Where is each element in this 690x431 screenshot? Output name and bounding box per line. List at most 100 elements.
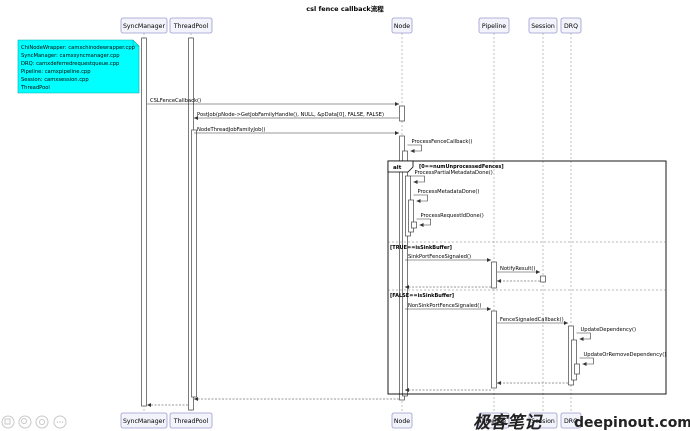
note-line: Session: camxsession.cpp	[21, 77, 89, 83]
arrow-head	[194, 397, 198, 401]
arrow-head	[416, 199, 421, 203]
participant-label: DRQ	[564, 418, 578, 425]
message-label: NonSinkPortFenceSignaled()	[408, 303, 481, 309]
participant-box	[120, 412, 168, 429]
participant-label: Pipeline	[482, 418, 506, 425]
copy-icon[interactable]	[1, 415, 15, 429]
self-message-m14	[576, 332, 591, 340]
arrow-head	[497, 381, 501, 385]
activation-sess	[540, 275, 546, 283]
message-label: NotifyResult()	[500, 266, 535, 272]
watermark-domain: deepinout.com	[574, 415, 690, 431]
message-label: ProcessPartialMetadataDone()	[415, 170, 493, 176]
alt-tab	[387, 160, 414, 173]
self-message-m15	[579, 357, 594, 365]
message-label: UpdateDependency()	[581, 327, 637, 333]
participant-node-top: Node	[391, 17, 413, 34]
note-line: ChiNodeWrapper: camxchinodewrapper.cpp	[21, 45, 136, 51]
note-line: ThreadPool	[20, 85, 50, 91]
participant-pipe-top: Pipeline	[478, 17, 510, 34]
self-message-m7	[416, 218, 431, 226]
note-line: DRQ: camxdeferredrequestqueue.cpp	[21, 61, 120, 67]
participant-label: ThreadPool	[173, 418, 209, 425]
activation-pipe	[491, 310, 497, 389]
participant-box	[120, 17, 168, 34]
self-message-m5	[410, 175, 425, 183]
activation-sm	[141, 37, 147, 407]
participant-box	[528, 17, 558, 34]
messages: CSLFenceCallback() PostJob(pNode->GetJobF…	[147, 98, 666, 407]
activation-tp	[191, 129, 197, 398]
participant-tp-top: ThreadPool	[169, 17, 213, 34]
activation-drq	[571, 339, 577, 381]
alt-fragment: alt [0==numUnprocessedFences] [TRUE==isS…	[387, 160, 667, 395]
participant-label: ThreadPool	[173, 23, 209, 30]
watermark: 极客笔记 deepinout.com	[473, 413, 690, 431]
message-label: FenceSignaledCallback()	[500, 317, 564, 323]
participant-box	[169, 17, 213, 34]
participants: SyncManagerSyncManagerThreadPoolThreadPo…	[120, 17, 582, 429]
source-note: ChiNodeWrapper: camxchinodewrapper.cpp S…	[17, 39, 140, 94]
message-label: CSLFenceCallback()	[150, 98, 201, 104]
participant-label: Node	[394, 23, 410, 30]
message-label: SinkPortFenceSignaled()	[408, 254, 471, 260]
participant-box	[391, 17, 413, 34]
participant-node-bottom: Node	[391, 412, 413, 429]
arrow-head	[564, 321, 568, 325]
message-label: ProcessRequestIdDone()	[421, 213, 484, 219]
participant-box	[391, 412, 413, 429]
participant-box	[169, 412, 213, 429]
arrow-head	[413, 180, 418, 184]
arrow-head	[497, 279, 501, 283]
alt-guard: [0==numUnprocessedFences]	[419, 164, 504, 170]
participant-box	[560, 17, 582, 34]
lifelines	[143, 33, 572, 413]
note-box	[17, 39, 140, 94]
alt-frame	[387, 160, 667, 395]
arrow-head	[395, 131, 399, 135]
participant-drq-bottom: DRQ	[560, 412, 582, 429]
zoom-icon[interactable]	[18, 415, 32, 429]
arrow-head	[582, 362, 587, 366]
self-message-m6	[413, 194, 428, 202]
activation-node	[408, 199, 414, 233]
arrow-head	[147, 403, 151, 407]
participant-label: Session	[531, 418, 555, 425]
toolbar	[1, 415, 67, 429]
arrow-head	[579, 337, 584, 341]
participant-box	[528, 412, 558, 429]
activation-bars	[141, 37, 580, 411]
activation-node	[411, 221, 417, 229]
note-fold	[132, 40, 139, 47]
arrow-head	[487, 258, 491, 262]
participant-label: Pipeline	[482, 23, 506, 30]
activation-node	[402, 150, 408, 397]
participant-sess-bottom: Session	[528, 412, 558, 429]
activation-drq	[574, 363, 580, 375]
self-message-m4	[407, 144, 422, 152]
participant-label: DRQ	[564, 23, 578, 30]
participant-sm-top: SyncManager	[120, 17, 168, 34]
more-icon[interactable]	[53, 415, 67, 429]
participant-sess-top: Session	[528, 17, 558, 34]
target-icon[interactable]	[35, 415, 49, 429]
message-label: PostJob(pNode->GetJobFamilyHandle(), NUL…	[197, 112, 384, 118]
participant-sm-bottom: SyncManager	[120, 412, 168, 429]
diagram-title: csl fence callback流程	[306, 4, 384, 13]
message-label: ProcessMetadataDone()	[418, 189, 480, 195]
participant-label: SyncManager	[123, 418, 165, 425]
activation-pipe	[491, 261, 497, 289]
arrow-head	[487, 307, 491, 311]
participant-label: SyncManager	[123, 23, 165, 30]
alt-guard: [TRUE==isSinkBuffer]	[390, 245, 452, 251]
participant-tp-bottom: ThreadPool	[169, 412, 213, 429]
participant-pipe-bottom: Pipeline	[478, 412, 510, 429]
participant-drq-top: DRQ	[560, 17, 582, 34]
participant-box	[478, 17, 510, 34]
participant-box	[478, 412, 510, 429]
alt-guard: [FALSE==isSinkBuffer]	[390, 293, 454, 299]
alt-tag: alt	[393, 165, 402, 171]
note-line: SyncManager: camxsyncmanager.cpp	[21, 53, 120, 59]
message-label: NodeThreadJobFamilyJob()	[197, 127, 265, 133]
